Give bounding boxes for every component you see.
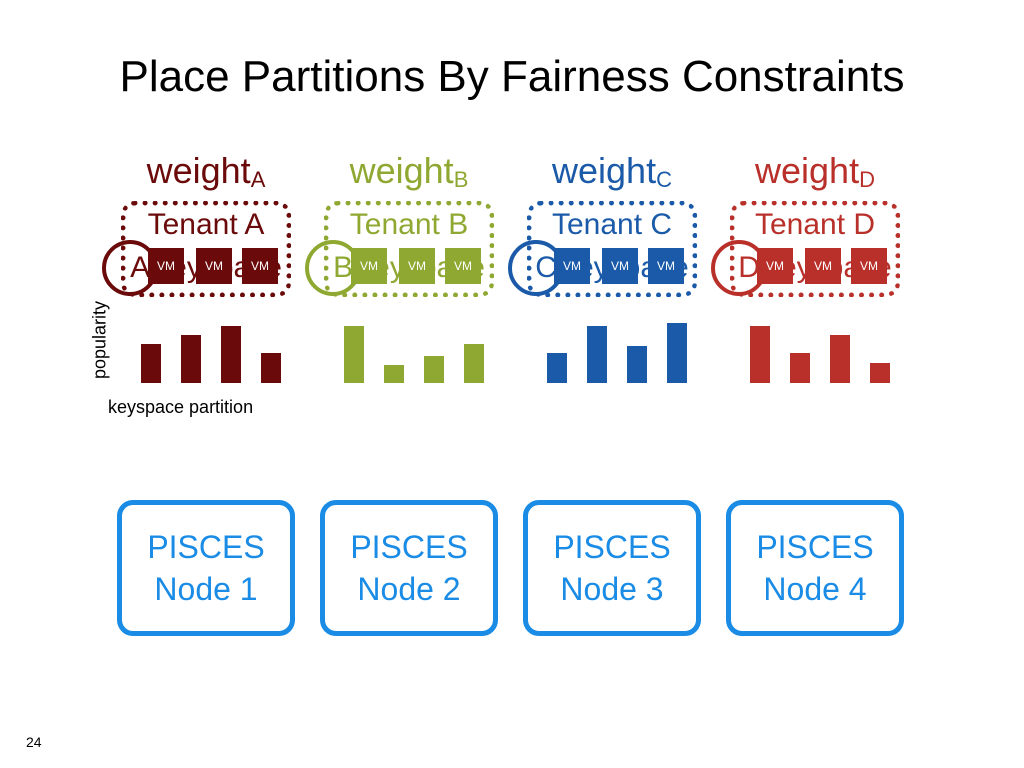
slide-title: Place Partitions By Fairness Constraints	[119, 52, 905, 101]
x-axis-label: keyspace partition	[108, 397, 254, 417]
vm-box-d-3: VM	[851, 248, 887, 284]
weight-subscript: C	[656, 167, 672, 192]
node-line1: PISCES	[147, 529, 265, 565]
tenant-label-c: Tenant C	[551, 208, 673, 241]
popularity-bar-c-4	[667, 323, 687, 383]
pisces-node-1: PISCES Node 1	[117, 500, 295, 636]
weight-label-d: weightD	[715, 150, 915, 193]
weight-subscript: B	[453, 167, 469, 192]
vm-box-c-2: VM	[602, 248, 638, 284]
weight-text: weight	[755, 150, 860, 191]
node-line1: PISCES	[350, 529, 468, 565]
vm-box-d-2: VM	[805, 248, 841, 284]
pisces-node-3: PISCES Node 3	[523, 500, 701, 636]
y-axis-label: popularity	[89, 300, 110, 380]
vm-box-a-1: VM	[148, 248, 184, 284]
weight-label-a: weightA	[106, 150, 306, 193]
weight-text: weight	[146, 150, 251, 191]
weight-subscript: D	[859, 167, 875, 192]
weight-text: weight	[552, 150, 657, 191]
node-line1: PISCES	[756, 529, 874, 565]
pisces-node-2: PISCES Node 2	[320, 500, 498, 636]
tenant-label-b: Tenant B	[349, 208, 469, 241]
node-line2: Node 3	[560, 571, 664, 607]
popularity-bar-a-2	[181, 335, 201, 383]
vm-box-c-1: VM	[554, 248, 590, 284]
node-line2: Node 1	[154, 571, 258, 607]
popularity-bar-a-1	[141, 344, 161, 383]
vm-box-d-1: VM	[757, 248, 793, 284]
vm-box-b-2: VM	[399, 248, 435, 284]
vm-box-c-3: VM	[648, 248, 684, 284]
vm-box-a-3: VM	[242, 248, 278, 284]
popularity-bar-b-1	[344, 326, 364, 383]
popularity-bar-b-4	[464, 344, 484, 383]
page-number: 24	[26, 734, 42, 750]
pisces-node-4: PISCES Node 4	[726, 500, 904, 636]
node-line2: Node 2	[357, 571, 461, 607]
vm-box-b-1: VM	[351, 248, 387, 284]
popularity-bar-d-2	[790, 353, 810, 383]
popularity-bar-b-2	[384, 365, 404, 383]
popularity-bar-b-3	[424, 356, 444, 383]
popularity-bar-c-1	[547, 353, 567, 383]
weight-subscript: A	[250, 167, 266, 192]
vm-box-b-3: VM	[445, 248, 481, 284]
tenant-label-d: Tenant D	[754, 208, 876, 241]
vm-box-a-2: VM	[196, 248, 232, 284]
tenant-label-a: Tenant A	[147, 208, 265, 241]
popularity-bar-a-4	[261, 353, 281, 383]
popularity-bar-d-1	[750, 326, 770, 383]
popularity-bar-d-3	[830, 335, 850, 383]
node-line1: PISCES	[553, 529, 671, 565]
weight-label-c: weightC	[512, 150, 712, 193]
weight-text: weight	[349, 150, 454, 191]
node-line2: Node 4	[763, 571, 867, 607]
popularity-bar-a-3	[221, 326, 241, 383]
popularity-bar-d-4	[870, 363, 890, 383]
weight-label-b: weightB	[309, 150, 509, 193]
popularity-bar-c-2	[587, 326, 607, 383]
popularity-bar-c-3	[627, 346, 647, 383]
